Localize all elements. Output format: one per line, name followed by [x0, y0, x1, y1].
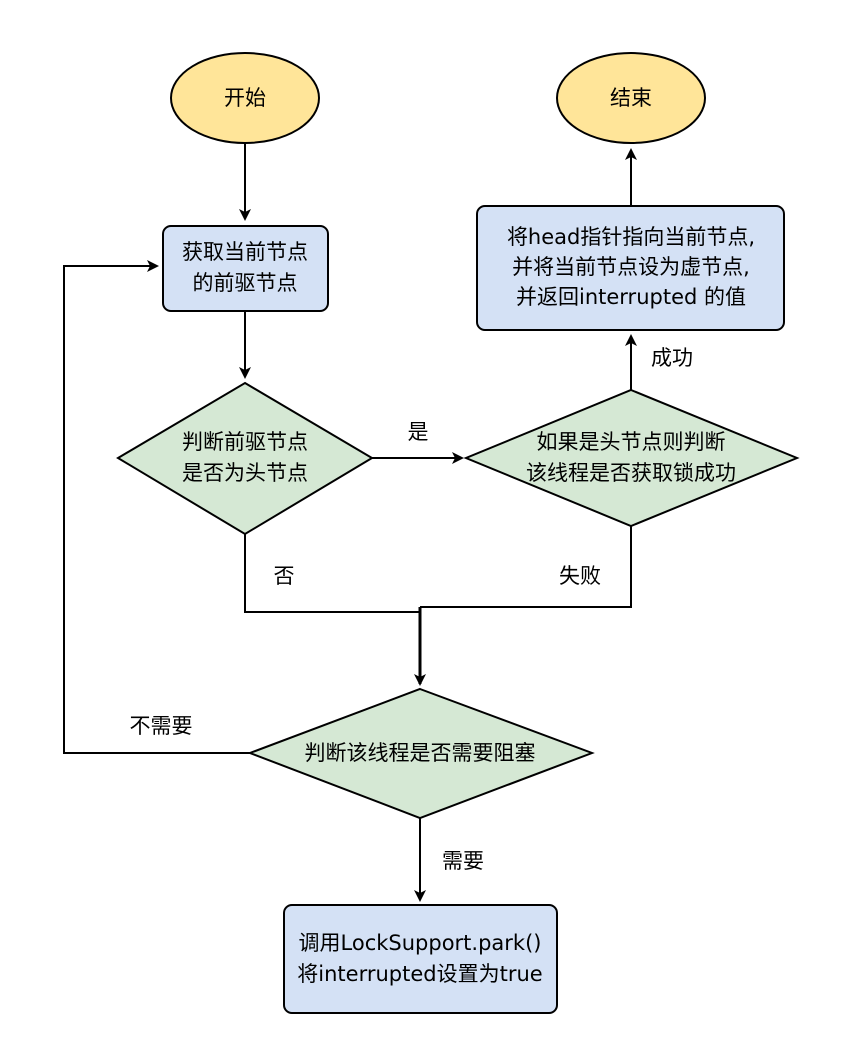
should-park-node: 判断该线程是否需要阻塞: [247, 687, 595, 820]
get-prev-label-1: 获取当前节点: [182, 240, 308, 264]
edge-label-no-need: 不需要: [130, 714, 193, 738]
should-park-label: 判断该线程是否需要阻塞: [305, 741, 536, 765]
start-node: 开始: [170, 52, 320, 144]
get-prev-node: 获取当前节点 的前驱节点: [162, 225, 329, 312]
is-head-label-1: 判断前驱节点: [182, 430, 308, 454]
try-lock-label-1: 如果是头节点则判断: [537, 430, 726, 454]
end-node: 结束: [556, 52, 706, 144]
start-label: 开始: [224, 86, 266, 110]
edge-label-fail: 失败: [559, 564, 601, 588]
start-ellipse: [170, 52, 320, 144]
set-head-label-2: 并将当前节点设为虚节点,: [512, 255, 750, 279]
park-label-1: 调用LockSupport.park(): [299, 931, 542, 955]
try-lock-label-2: 该线程是否获取锁成功: [526, 461, 736, 485]
edge-should-park-no-need: [63, 260, 250, 754]
edge-label-need: 需要: [442, 849, 484, 873]
set-head-label-3: 并返回interrupted 的值: [516, 285, 746, 309]
edge-label-no: 否: [274, 564, 295, 588]
set-head-box: [476, 205, 785, 331]
edge-labels: 是 否 成功 失败 不需要 需要: [130, 346, 694, 873]
connectors: [63, 143, 637, 902]
park-label-2: 将interrupted设置为true: [297, 962, 542, 986]
get-prev-label-2: 的前驱节点: [193, 271, 298, 295]
edge-try-lock-fail: [420, 526, 632, 608]
park-node: 调用LockSupport.park() 将interrupted设置为true: [283, 904, 558, 1014]
park-box: [283, 904, 558, 1014]
try-lock-diamond: [463, 388, 800, 528]
get-prev-box: [162, 225, 329, 312]
try-lock-node: 如果是头节点则判断 该线程是否获取锁成功: [463, 388, 800, 528]
is-head-label-2: 是否为头节点: [182, 461, 308, 485]
edge-is-head-no: [244, 534, 420, 613]
is-head-diamond: [116, 381, 374, 536]
edge-label-yes: 是: [408, 420, 429, 444]
end-ellipse: [556, 52, 706, 144]
edge-label-success: 成功: [651, 346, 693, 370]
should-park-diamond: [247, 687, 595, 820]
is-head-node: 判断前驱节点 是否为头节点: [116, 381, 374, 536]
set-head-node: 将head指针指向当前节点, 并将当前节点设为虚节点, 并返回interrupt…: [476, 205, 785, 331]
end-label: 结束: [610, 86, 652, 110]
set-head-label-1: 将head指针指向当前节点,: [507, 225, 755, 249]
